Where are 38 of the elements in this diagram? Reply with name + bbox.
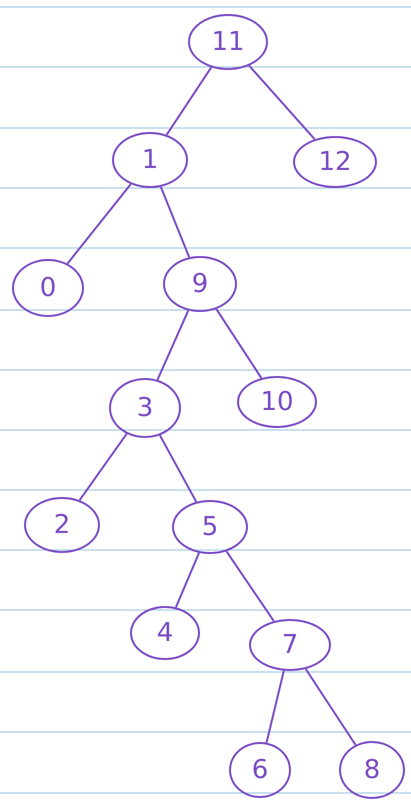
tree-node-ellipse	[130, 606, 200, 660]
connector-line	[166, 66, 212, 136]
connector-line	[156, 310, 190, 380]
tree-node-ellipse	[188, 14, 268, 70]
tree-node-ellipse	[109, 378, 181, 438]
node-label: 7	[282, 630, 298, 660]
connector-line	[216, 308, 262, 379]
tree-node-ellipse	[249, 619, 331, 671]
node-label: 6	[252, 755, 268, 785]
tree-node-ellipse	[339, 741, 405, 799]
connector-line	[266, 670, 285, 743]
tree-node-ellipse	[24, 497, 100, 553]
tree-node-ellipse	[172, 500, 248, 554]
connector-line	[66, 184, 132, 264]
node-label: 9	[192, 269, 208, 299]
tree-node-ellipse	[293, 136, 377, 188]
tree-node-ellipse	[12, 259, 84, 317]
connector-line	[160, 186, 190, 258]
node-label: 4	[156, 618, 174, 648]
node-label: 1	[142, 145, 158, 175]
node-label: 2	[54, 510, 70, 540]
tree-node-ellipse	[237, 376, 317, 428]
connector-line	[304, 668, 356, 746]
connector-line	[174, 552, 200, 608]
connector-line	[78, 433, 128, 501]
node-label: 10	[260, 387, 294, 417]
node-label: 3	[136, 393, 154, 423]
node-label: 11	[211, 27, 245, 57]
connector-line	[226, 550, 275, 622]
tree-node-ellipse	[163, 256, 237, 312]
tree-node-ellipse	[112, 132, 188, 188]
connector-line	[248, 65, 316, 140]
node-label: 8	[364, 755, 380, 785]
tree-node-ellipse	[229, 742, 291, 798]
node-label: 5	[202, 512, 218, 542]
connector-line	[159, 434, 198, 502]
node-label: 0	[40, 273, 56, 303]
node-label: 12	[318, 147, 352, 177]
